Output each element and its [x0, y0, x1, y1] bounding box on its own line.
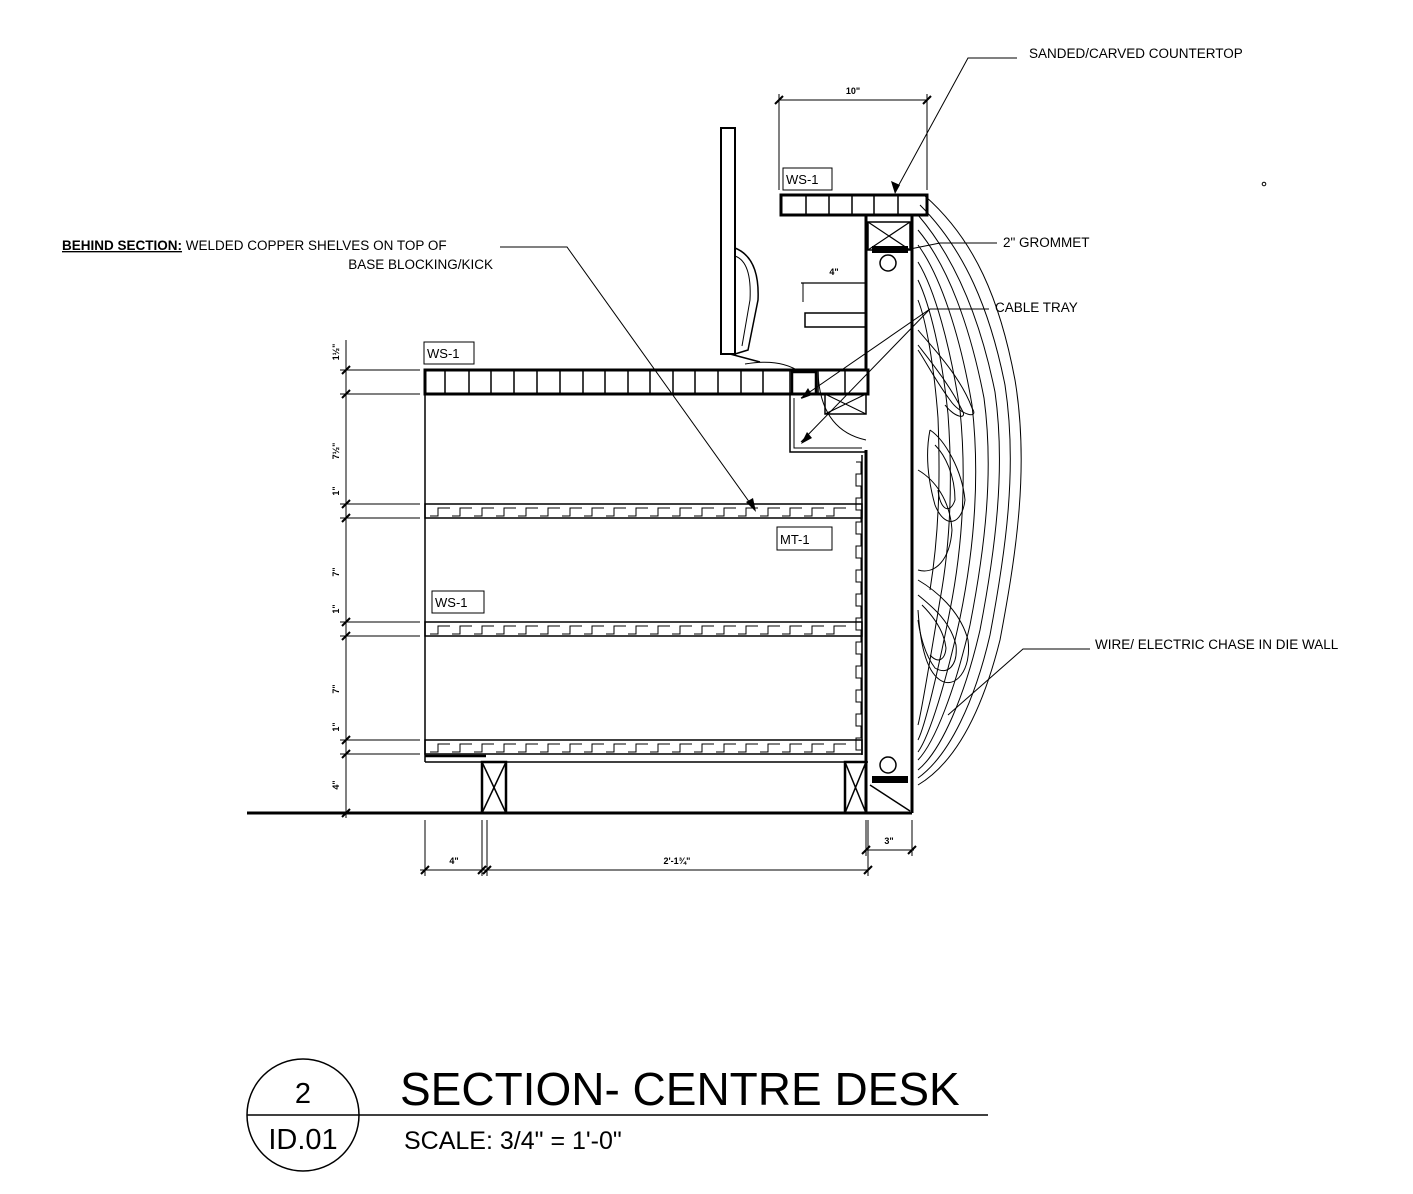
drawing-dot — [1261, 181, 1267, 187]
tag-top-counter: WS-1 — [782, 167, 833, 191]
base-blocking-left — [480, 760, 508, 815]
shelf-lower — [424, 739, 863, 758]
leader-behind-section — [500, 246, 756, 512]
dim-vertical-label: 4" — [331, 780, 341, 789]
dim-tray-width — [802, 282, 866, 302]
callout-wire-chase: WIRE/ ELECTRIC CHASE IN DIE WALL — [1095, 637, 1339, 652]
base-blocking-right — [843, 760, 868, 815]
callout-behind-prefix: BEHIND SECTION: — [62, 238, 182, 253]
leader-grommet — [904, 242, 997, 251]
callout-behind-line2: BASE BLOCKING/KICK — [348, 257, 493, 272]
dim-bottom-right-label: 3" — [884, 836, 893, 846]
dim-vertical-label: 7" — [331, 567, 341, 576]
drawing-scale: SCALE: 3/4" = 1'-0" — [404, 1127, 622, 1155]
callout-behind-section: BEHIND SECTION: WELDED COPPER SHELVES ON… — [62, 238, 447, 253]
grommet-bottom — [872, 756, 908, 783]
callout-grommet: 2" GROMMET — [1003, 235, 1090, 250]
grommet-top — [872, 246, 908, 272]
svg-text:WS-1: WS-1 — [435, 595, 468, 610]
leader-wire-chase — [947, 648, 1090, 716]
shelf-middle — [424, 621, 863, 637]
dim-bottom-right — [861, 820, 917, 856]
callout-cable-tray: CABLE TRAY — [995, 300, 1078, 315]
dim-top-width — [774, 94, 932, 190]
dim-bottom — [420, 820, 873, 876]
dim-bottom-left-label: 4" — [449, 856, 458, 866]
cable-tray — [744, 282, 867, 453]
callout-countertop: SANDED/CARVED COUNTERTOP — [1029, 46, 1243, 61]
wood-grain-slab — [917, 195, 1022, 786]
monitor — [720, 127, 761, 363]
tag-metal: MT-1 — [776, 526, 833, 551]
cabinet-body — [424, 394, 868, 813]
dim-vertical-label: 1" — [331, 604, 341, 613]
title-block: 2 ID.01 SECTION- CENTRE DESK SCALE: 3/4"… — [246, 1058, 988, 1172]
sheet-number: ID.01 — [268, 1124, 337, 1156]
tag-shelf: WS-1 — [431, 590, 485, 614]
callout-behind-line1: WELDED COPPER SHELVES ON TOP OF — [182, 238, 447, 253]
dim-vertical-label: 7½" — [331, 443, 341, 460]
svg-text:WS-1: WS-1 — [786, 172, 819, 187]
detail-number: 2 — [295, 1078, 311, 1110]
dim-vertical-label: 1" — [331, 486, 341, 495]
tag-desk-top: WS-1 — [423, 341, 475, 365]
svg-text:WS-1: WS-1 — [427, 346, 460, 361]
dim-vertical-label: 1½" — [331, 344, 341, 361]
die-wall — [864, 215, 914, 815]
dim-bottom-main-label: 2'-1¾" — [664, 856, 691, 866]
desk-top — [423, 368, 870, 396]
upper-countertop — [779, 193, 929, 217]
dim-vertical-label: 7" — [331, 684, 341, 693]
dim-top-width-label: 10" — [846, 86, 860, 96]
dim-vertical-label: 1" — [331, 722, 341, 731]
svg-text:MT-1: MT-1 — [780, 532, 810, 547]
shelf-upper — [424, 503, 863, 519]
leader-countertop — [891, 57, 1017, 194]
drawing-title: SECTION- CENTRE DESK — [400, 1063, 960, 1115]
leader-cable-tray — [800, 308, 989, 444]
dim-tray-width-label: 4" — [829, 267, 838, 277]
dim-vertical-chain — [340, 340, 420, 818]
